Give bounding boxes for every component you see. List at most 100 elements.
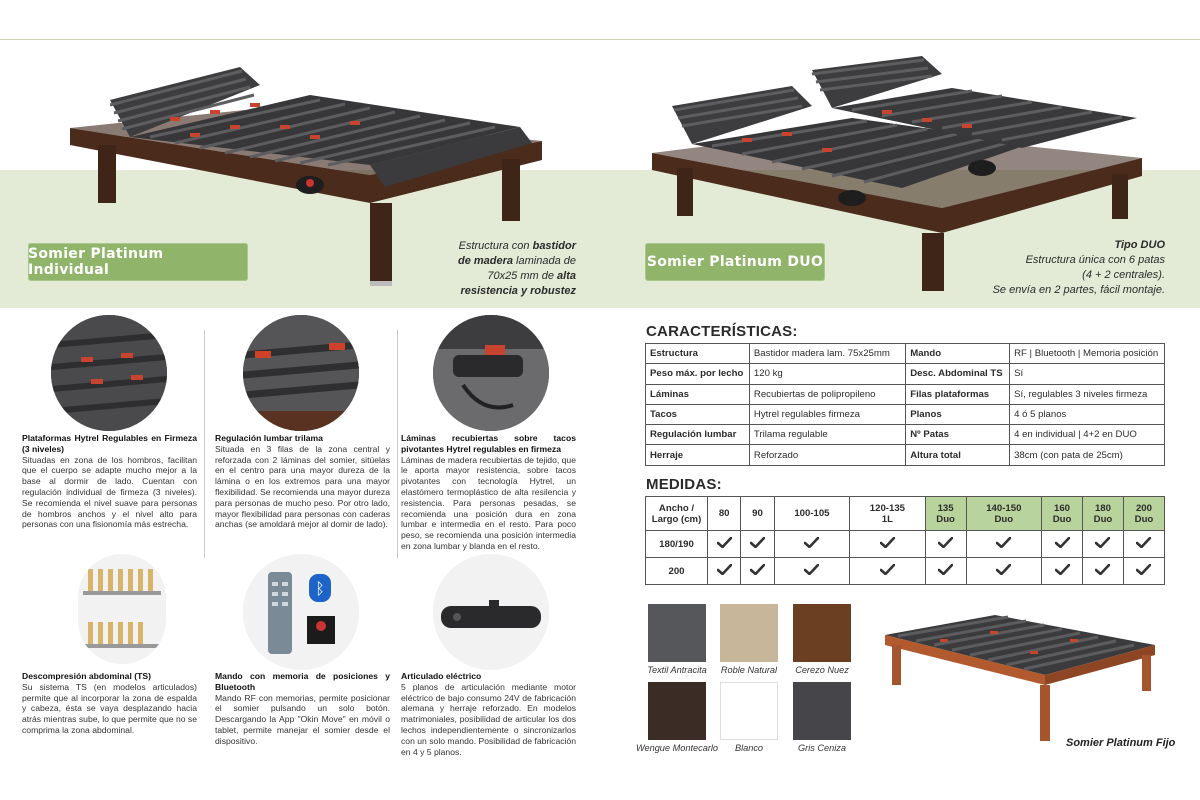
availability-cell <box>1122 530 1166 558</box>
feature-title: Láminas recubiertas sobre tacos pivotant… <box>401 433 576 454</box>
availability-cell <box>740 557 775 585</box>
spec-value: Trilama regulable <box>748 424 907 446</box>
note-text: 70x25 mm de <box>487 270 558 282</box>
finish-label: Blanco <box>734 743 764 753</box>
top-divider <box>0 39 1200 40</box>
check-icon <box>996 536 1012 549</box>
column-width: 120-135 <box>869 502 905 514</box>
column-type: Duo <box>994 513 1014 525</box>
availability-cell <box>924 557 967 585</box>
note-text: laminada de <box>513 255 576 267</box>
availability-cell <box>849 530 926 558</box>
finish-swatch <box>648 682 706 740</box>
check-icon <box>749 536 766 549</box>
column-width: 100-105 <box>794 508 830 519</box>
check-icon <box>716 563 732 576</box>
check-icon <box>749 563 766 576</box>
check-icon <box>1054 536 1070 549</box>
feature-body: Mando RF con memorias, permite posiciona… <box>215 692 390 746</box>
spec-value: Recubiertas de polipropileno <box>748 383 907 405</box>
measures-column-header: 90 <box>740 496 775 531</box>
corner-line: Ancho / <box>658 502 695 514</box>
availability-cell <box>924 530 967 558</box>
check-icon <box>1054 563 1070 576</box>
spec-value: Reforzado <box>748 444 907 466</box>
check-icon <box>937 563 954 576</box>
check-icon <box>879 536 896 549</box>
finish-swatch <box>793 604 851 662</box>
spec-value: Bastidor madera lam. 75x25mm <box>748 342 907 365</box>
spec-key: Láminas <box>645 383 750 405</box>
note-bold: de madera <box>457 255 513 267</box>
spec-value: Sí <box>1009 363 1165 385</box>
measures-heading: MEDIDAS: <box>646 476 722 493</box>
feature-body: Láminas de madera recubiertas de tejido,… <box>401 454 576 551</box>
feature-remote-bluetooth: Mando con memoria de posiciones y Blueto… <box>215 671 390 747</box>
column-type: Duo <box>1134 513 1154 525</box>
measures-row-label: 200 <box>645 557 708 585</box>
check-icon <box>996 563 1012 576</box>
finish-label: Cerezo Nuez <box>795 665 849 675</box>
availability-cell <box>1082 557 1124 585</box>
measures-corner-header: Ancho /Largo (cm) <box>645 496 708 531</box>
spec-key: Peso máx. por lecho <box>645 363 750 385</box>
feature-title: Regulación lumbar trilama <box>215 433 323 443</box>
availability-cell <box>1122 557 1166 585</box>
column-width: 200 <box>1135 502 1152 514</box>
individual-frame-note: Estructura con bastidor de madera lamina… <box>452 239 576 299</box>
column-width: 90 <box>752 508 763 519</box>
check-icon <box>937 536 954 549</box>
lumbar-trilama-image <box>243 315 359 431</box>
characteristics-heading: CARACTERÍSTICAS: <box>646 323 798 340</box>
spec-key: Nº Patas <box>905 424 1011 446</box>
availability-cell <box>1082 530 1124 558</box>
check-icon <box>1095 563 1111 576</box>
check-icon <box>1136 536 1152 549</box>
pivot-taco-image <box>433 315 549 431</box>
measures-column-header: 100-105 <box>773 496 851 531</box>
spec-key: Regulación lumbar <box>645 424 750 446</box>
spec-value: Sí, regulables 3 niveles firmeza <box>1009 383 1165 405</box>
availability-cell <box>849 557 926 585</box>
feature-title: Mando con memoria de posiciones y Blueto… <box>215 671 390 692</box>
availability-cell <box>773 557 851 585</box>
note-bold: bastidor <box>532 240 576 252</box>
finish-swatch <box>720 604 778 662</box>
note-text: Estructura única con 6 patas <box>1025 254 1165 266</box>
spec-key: Altura total <box>905 444 1011 466</box>
note-bold: resistencia y robustez <box>460 285 576 297</box>
finish-swatch <box>720 682 778 740</box>
feature-body: 5 planos de articulación mediante motor … <box>401 681 576 757</box>
fijo-model-label: Somier Platinum Fijo <box>1066 737 1176 749</box>
feature-covered-slats: Láminas recubiertas sobre tacos pivotant… <box>401 433 576 552</box>
check-icon <box>716 536 732 549</box>
measures-row-label: 180/190 <box>645 530 708 558</box>
bed-individual-image <box>70 55 550 295</box>
availability-cell <box>740 530 775 558</box>
feature-title: Descompresión abdominal (TS) <box>22 671 151 681</box>
measures-row: 200 <box>645 557 1166 585</box>
spec-value: 120 kg <box>748 363 907 385</box>
column-width: 160 <box>1054 502 1071 514</box>
measures-row: 180/190 <box>645 530 1166 558</box>
availability-cell <box>706 557 742 585</box>
note-bold: alta <box>557 270 576 282</box>
check-icon <box>1136 563 1152 576</box>
column-type: Duo <box>1093 513 1113 525</box>
ts-decompression-image <box>78 554 166 664</box>
availability-cell <box>706 530 742 558</box>
feature-body: Situadas en zona de los hombros, facilit… <box>22 454 197 530</box>
finish-label: Textil Antracita <box>647 665 707 675</box>
column-divider <box>204 330 205 558</box>
column-width: 80 <box>718 508 730 519</box>
column-width: 135 <box>937 502 954 514</box>
bed-fijo-image <box>880 605 1180 745</box>
